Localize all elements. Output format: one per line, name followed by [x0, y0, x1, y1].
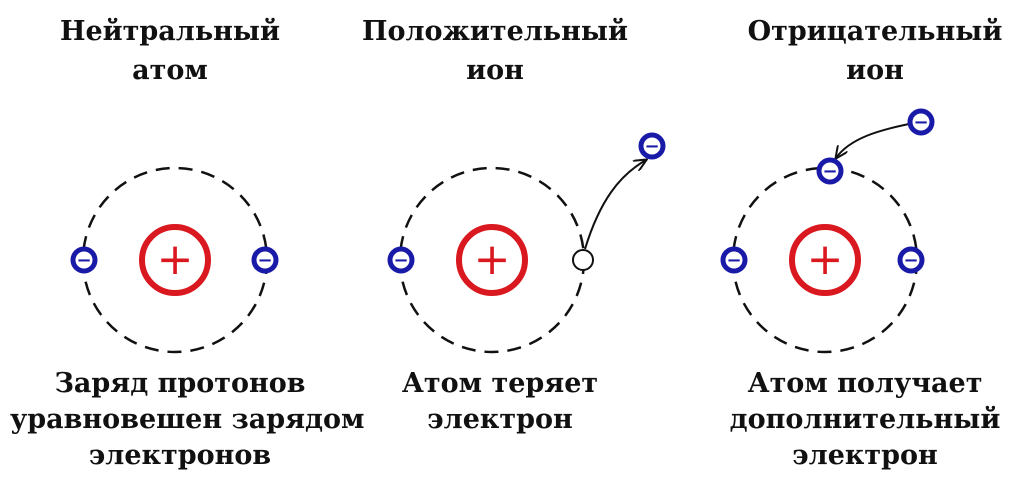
neutral-atom: + − −	[70, 166, 279, 354]
panel-negative-caption: Атом получает дополнительный электрон	[720, 366, 1010, 474]
plus-icon: +	[807, 234, 844, 285]
title-line: Положительный	[362, 16, 628, 47]
minus-icon: −	[76, 250, 91, 271]
title-line: ион	[466, 55, 524, 86]
caption-line: Заряд протонов	[54, 368, 306, 399]
nucleus: +	[139, 224, 211, 296]
positive-ion: + − −	[387, 132, 666, 354]
vacancy-hole	[572, 249, 594, 271]
minus-icon: −	[903, 250, 918, 271]
plus-icon: +	[157, 234, 194, 285]
electron: −	[70, 246, 98, 274]
panel-neutral-title: Нейтральный атом	[50, 12, 290, 90]
electron: −	[638, 132, 666, 160]
electron-arriving-arrow	[836, 123, 910, 158]
minus-icon: −	[913, 112, 928, 133]
title-line: атом	[132, 55, 208, 86]
title-line: ион	[846, 55, 904, 86]
panel-negative-title: Отрицательный ион	[740, 12, 1010, 90]
minus-icon: −	[644, 136, 659, 157]
minus-icon: −	[257, 250, 272, 271]
caption-line: электрон	[792, 440, 938, 471]
plus-icon: +	[474, 234, 511, 285]
caption-line: дополнительный	[729, 404, 1001, 435]
caption-line: уравновешен зарядом	[10, 404, 365, 435]
electron: −	[720, 246, 748, 274]
title-line: Нейтральный	[59, 16, 281, 47]
electron-leaving-arrow	[584, 160, 646, 250]
minus-icon: −	[393, 250, 408, 271]
electron: −	[897, 246, 925, 274]
electron: −	[387, 246, 415, 274]
title-line: Отрицательный	[747, 16, 1003, 47]
electron: −	[816, 157, 844, 185]
negative-ion: + − − − −	[720, 108, 935, 354]
panel-neutral-caption: Заряд протонов уравновешен зарядом элект…	[10, 366, 365, 474]
electron: −	[251, 246, 279, 274]
caption-line: Атом получает	[747, 368, 983, 399]
panel-positive-caption: Атом теряет электрон	[385, 366, 615, 438]
caption-line: Атом теряет	[401, 368, 599, 399]
minus-icon: −	[822, 161, 837, 182]
electron: −	[907, 108, 935, 136]
caption-line: электрон	[427, 404, 573, 435]
panel-positive-title: Положительный ион	[360, 12, 630, 90]
nucleus: +	[456, 224, 528, 296]
minus-icon: −	[726, 250, 741, 271]
caption-line: электронов	[88, 440, 272, 471]
nucleus: +	[789, 224, 861, 296]
